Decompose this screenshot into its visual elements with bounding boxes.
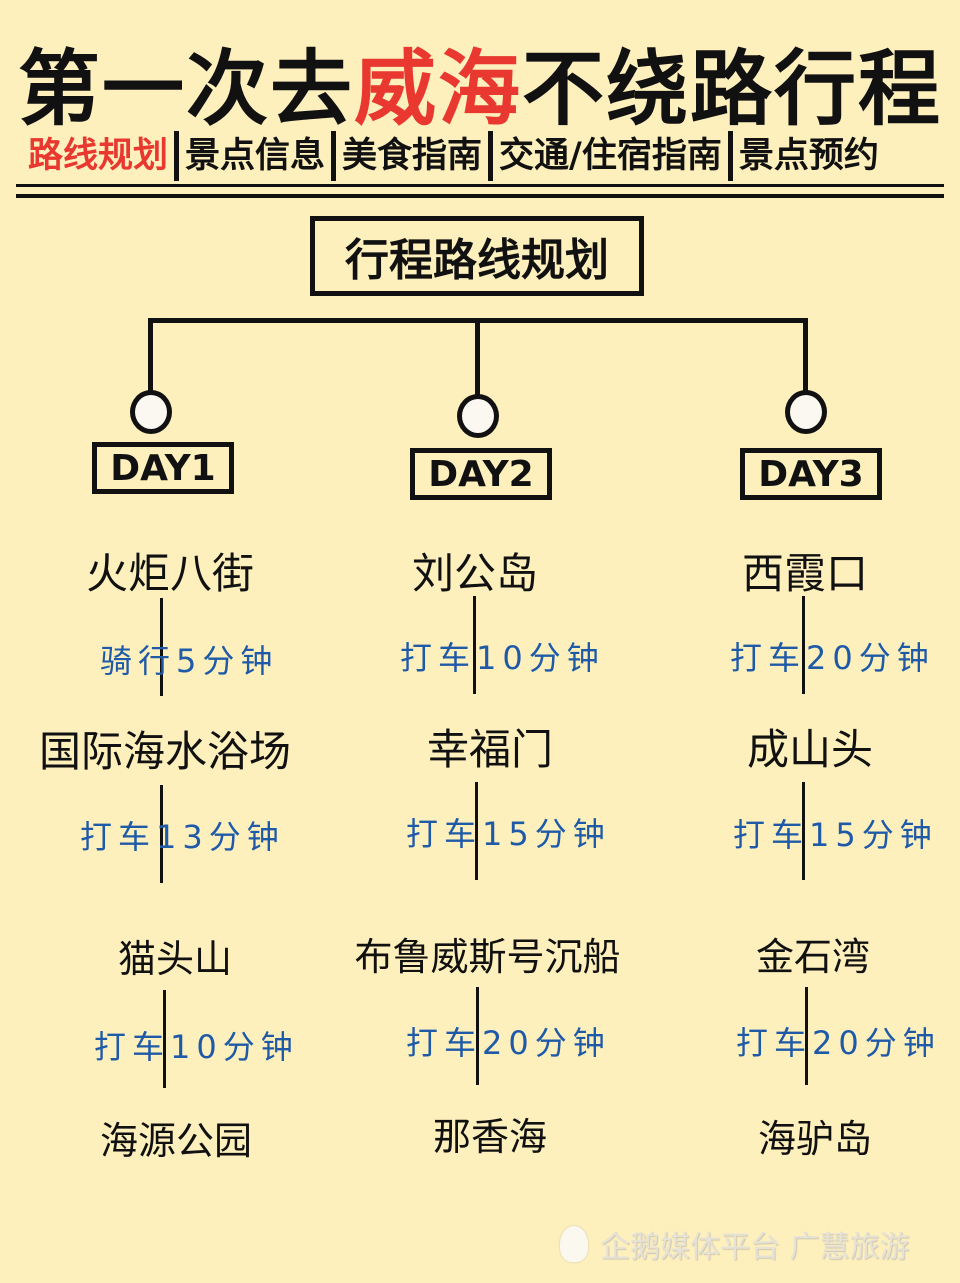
tree-connector-day1 — [148, 318, 153, 394]
plan-title: 行程路线规划 — [345, 235, 609, 286]
day3-stop-3: 金石湾 — [755, 935, 870, 979]
category-nav: 路线规划 景点信息 美食指南 交通/住宿指南 景点预约 — [22, 130, 942, 182]
day2-transit-1: 打车10分钟 — [400, 639, 605, 677]
penguin-icon — [560, 1226, 588, 1262]
route-stem — [473, 596, 476, 694]
day3-label-box: DAY3 — [740, 448, 882, 500]
day3-stop-2: 成山头 — [746, 725, 873, 774]
day1-stop-4: 海源公园 — [99, 1119, 252, 1163]
day1-stop-3: 猫头山 — [117, 937, 232, 981]
route-stem — [160, 598, 163, 696]
watermark-text: 企鹅媒体平台 广慧旅游 — [600, 1230, 910, 1265]
tab-transport-lodging[interactable]: 交通/住宿指南 — [499, 136, 722, 176]
day2-transit-3: 打车20分钟 — [406, 1024, 611, 1062]
day3-stop-4: 海驴岛 — [757, 1117, 872, 1161]
day2-stop-4: 那香海 — [432, 1115, 547, 1159]
tab-attraction-booking[interactable]: 景点预约 — [738, 136, 879, 176]
tab-route-planning[interactable]: 路线规划 — [28, 136, 169, 176]
title-prefix: 第一次去 — [17, 42, 354, 137]
plan-title-box: 行程路线规划 — [310, 216, 644, 296]
tree-connector-day3 — [803, 318, 808, 392]
circle-node-icon — [130, 390, 172, 434]
route-stem — [476, 987, 479, 1085]
watermark: 企鹅媒体平台 广慧旅游 — [560, 1222, 910, 1266]
day3-transit-1: 打车20分钟 — [730, 639, 935, 677]
day1-stop-1: 火炬八街 — [85, 549, 254, 598]
day3-stop-1: 西霞口 — [741, 549, 868, 598]
day2-label: DAY2 — [428, 453, 534, 495]
route-stem — [805, 987, 808, 1085]
day2-stop-2: 幸福门 — [426, 725, 553, 774]
day2-transit-2: 打车15分钟 — [406, 815, 611, 853]
circle-node-icon — [457, 394, 499, 438]
page-title: 第一次去威海不绕路行程 — [0, 22, 960, 141]
day2-stop-3: 布鲁威斯号沉船 — [354, 935, 621, 979]
nav-divider — [488, 131, 494, 181]
divider-line — [16, 194, 944, 198]
tree-connector-day2 — [475, 318, 480, 398]
day3-transit-2: 打车15分钟 — [733, 816, 938, 854]
day1-transit-1: 骑行5分钟 — [100, 642, 279, 680]
title-highlight: 威海 — [353, 42, 522, 137]
tab-attraction-info[interactable]: 景点信息 — [185, 136, 326, 176]
route-stem — [802, 782, 805, 880]
day2-stop-1: 刘公岛 — [411, 549, 538, 598]
day3-label: DAY3 — [758, 453, 864, 495]
nav-divider — [331, 131, 337, 181]
day1-label: DAY1 — [110, 447, 216, 489]
day3-transit-3: 打车20分钟 — [736, 1024, 941, 1062]
day2-label-box: DAY2 — [410, 448, 552, 500]
day1-stop-2: 国际海水浴场 — [38, 727, 291, 776]
nav-divider — [727, 131, 733, 181]
route-stem — [163, 990, 166, 1088]
route-stem — [475, 782, 478, 880]
title-suffix: 不绕路行程 — [522, 42, 943, 137]
day1-label-box: DAY1 — [92, 442, 234, 494]
day1-transit-2: 打车13分钟 — [80, 818, 285, 856]
route-stem — [160, 785, 163, 883]
route-stem — [802, 596, 805, 694]
tab-food-guide[interactable]: 美食指南 — [342, 136, 483, 176]
divider-line — [16, 184, 944, 187]
nav-divider — [174, 131, 180, 181]
circle-node-icon — [785, 390, 827, 434]
day1-transit-3: 打车10分钟 — [94, 1028, 299, 1066]
